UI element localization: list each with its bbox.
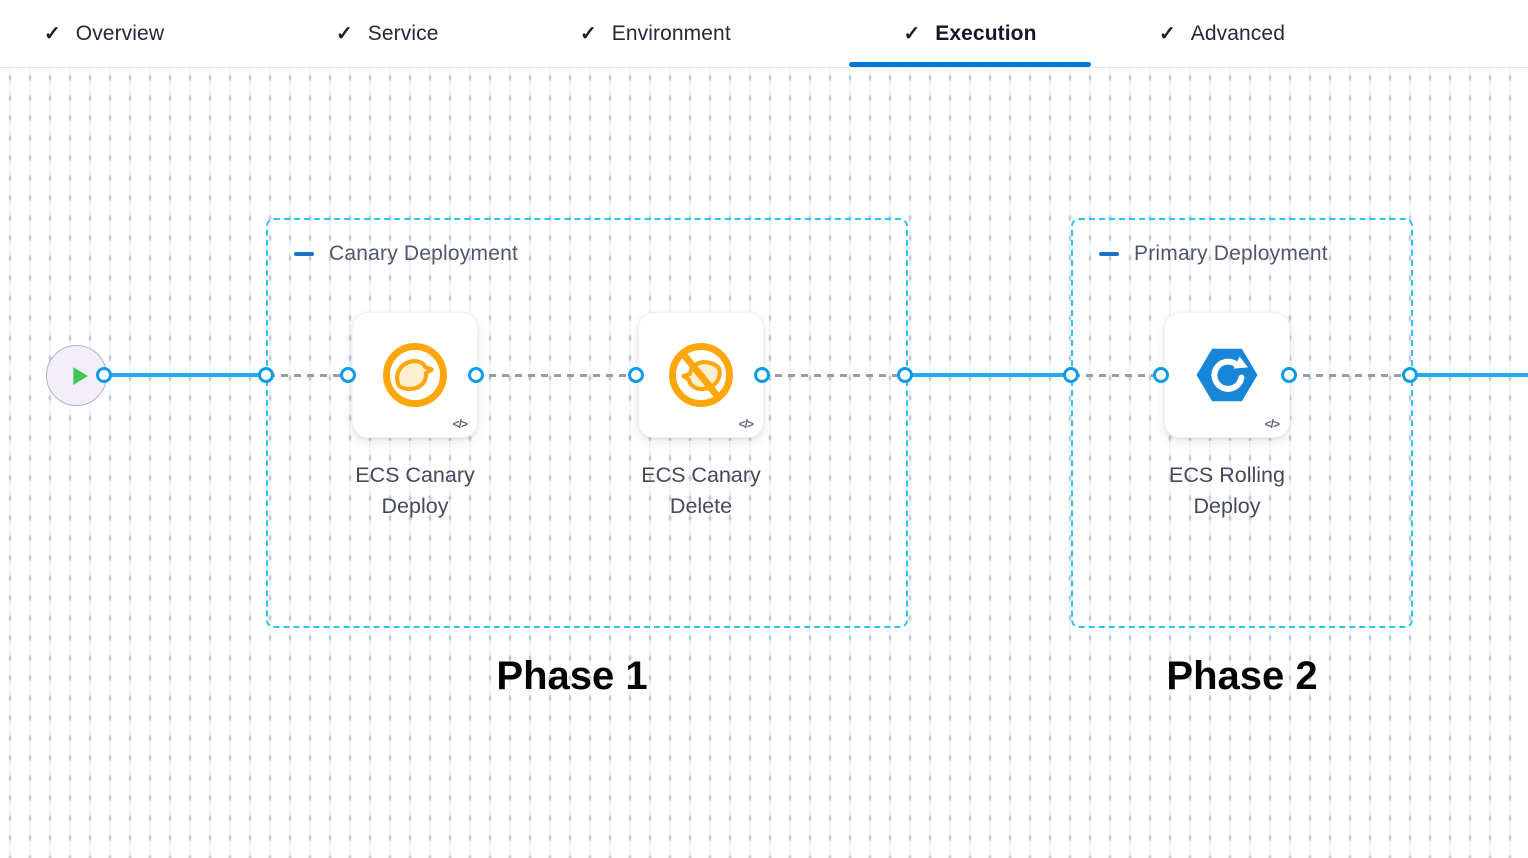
phase-label-1: Phase 1 — [496, 654, 648, 698]
phase-label-2: Phase 2 — [1166, 654, 1318, 698]
stage-group-header: Canary Deployment — [294, 242, 906, 266]
step-card-ecs-rolling-deploy[interactable]: </> — [1164, 312, 1290, 438]
tab-service[interactable]: ✓ Service — [336, 0, 439, 67]
stage-group-canary-deployment[interactable]: Canary Deployment — [266, 218, 908, 628]
connector-line — [100, 373, 266, 377]
check-icon: ✓ — [580, 22, 597, 45]
connector-port[interactable] — [628, 367, 644, 383]
check-icon: ✓ — [336, 22, 353, 45]
step-label-ecs-canary-delete: ECS Canary Delete — [641, 463, 761, 518]
connector-line-dashed — [476, 374, 636, 377]
stage-group-primary-deployment[interactable]: Primary Deployment — [1071, 218, 1413, 628]
connector-port[interactable] — [258, 367, 274, 383]
tab-label: Service — [367, 21, 439, 45]
stage-config-tabbar: ✓ Overview ✓ Service ✓ Environment ✓ Exe… — [0, 0, 1528, 68]
connector-line — [905, 373, 1071, 377]
play-icon — [72, 366, 88, 385]
connector-line-dashed — [268, 374, 348, 377]
active-tab-underline — [849, 62, 1091, 67]
check-icon: ✓ — [44, 22, 61, 45]
step-label-ecs-canary-deploy: ECS Canary Deploy — [355, 463, 475, 518]
tab-overview[interactable]: ✓ Overview — [44, 0, 164, 67]
stage-group-title: Primary Deployment — [1134, 242, 1328, 265]
code-icon[interactable]: </> — [1264, 417, 1280, 431]
tab-advanced[interactable]: ✓ Advanced — [1159, 0, 1285, 67]
canary-delete-icon — [669, 343, 733, 407]
connector-line-dashed — [1073, 374, 1160, 377]
connector-port[interactable] — [754, 367, 770, 383]
stage-group-title: Canary Deployment — [329, 242, 518, 265]
tab-label: Advanced — [1190, 21, 1285, 45]
stage-group-header: Primary Deployment — [1099, 242, 1411, 266]
connector-port[interactable] — [1153, 367, 1169, 383]
connector-port[interactable] — [340, 367, 356, 383]
connector-port[interactable] — [468, 367, 484, 383]
code-icon[interactable]: </> — [452, 417, 468, 431]
step-card-ecs-canary-delete[interactable]: </> — [638, 312, 764, 438]
connector-line-dashed — [762, 374, 903, 377]
tab-label: Environment — [611, 21, 731, 45]
tab-environment[interactable]: ✓ Environment — [580, 0, 731, 67]
connector-port[interactable] — [1402, 367, 1418, 383]
code-icon[interactable]: </> — [738, 417, 754, 431]
tab-execution[interactable]: ✓ Execution — [849, 0, 1091, 67]
connector-port[interactable] — [1281, 367, 1297, 383]
check-icon: ✓ — [1159, 22, 1176, 45]
connector-port[interactable] — [1063, 367, 1079, 383]
connector-port[interactable] — [897, 367, 913, 383]
collapse-icon[interactable] — [294, 252, 314, 256]
connector-line-dashed — [1290, 374, 1408, 377]
step-card-ecs-canary-deploy[interactable]: </> — [352, 312, 478, 438]
tab-label: Execution — [935, 21, 1037, 45]
collapse-icon[interactable] — [1099, 252, 1119, 256]
connector-port[interactable] — [96, 367, 112, 383]
connector-line — [1408, 373, 1528, 377]
ecs-rolling-icon — [1196, 348, 1258, 402]
pipeline-canvas[interactable]: Canary Deployment Primary Deployment — [0, 68, 1528, 858]
canary-icon — [383, 343, 447, 407]
check-icon: ✓ — [903, 22, 921, 45]
step-label-ecs-rolling-deploy: ECS Rolling Deploy — [1169, 463, 1285, 518]
tab-label: Overview — [75, 21, 165, 45]
